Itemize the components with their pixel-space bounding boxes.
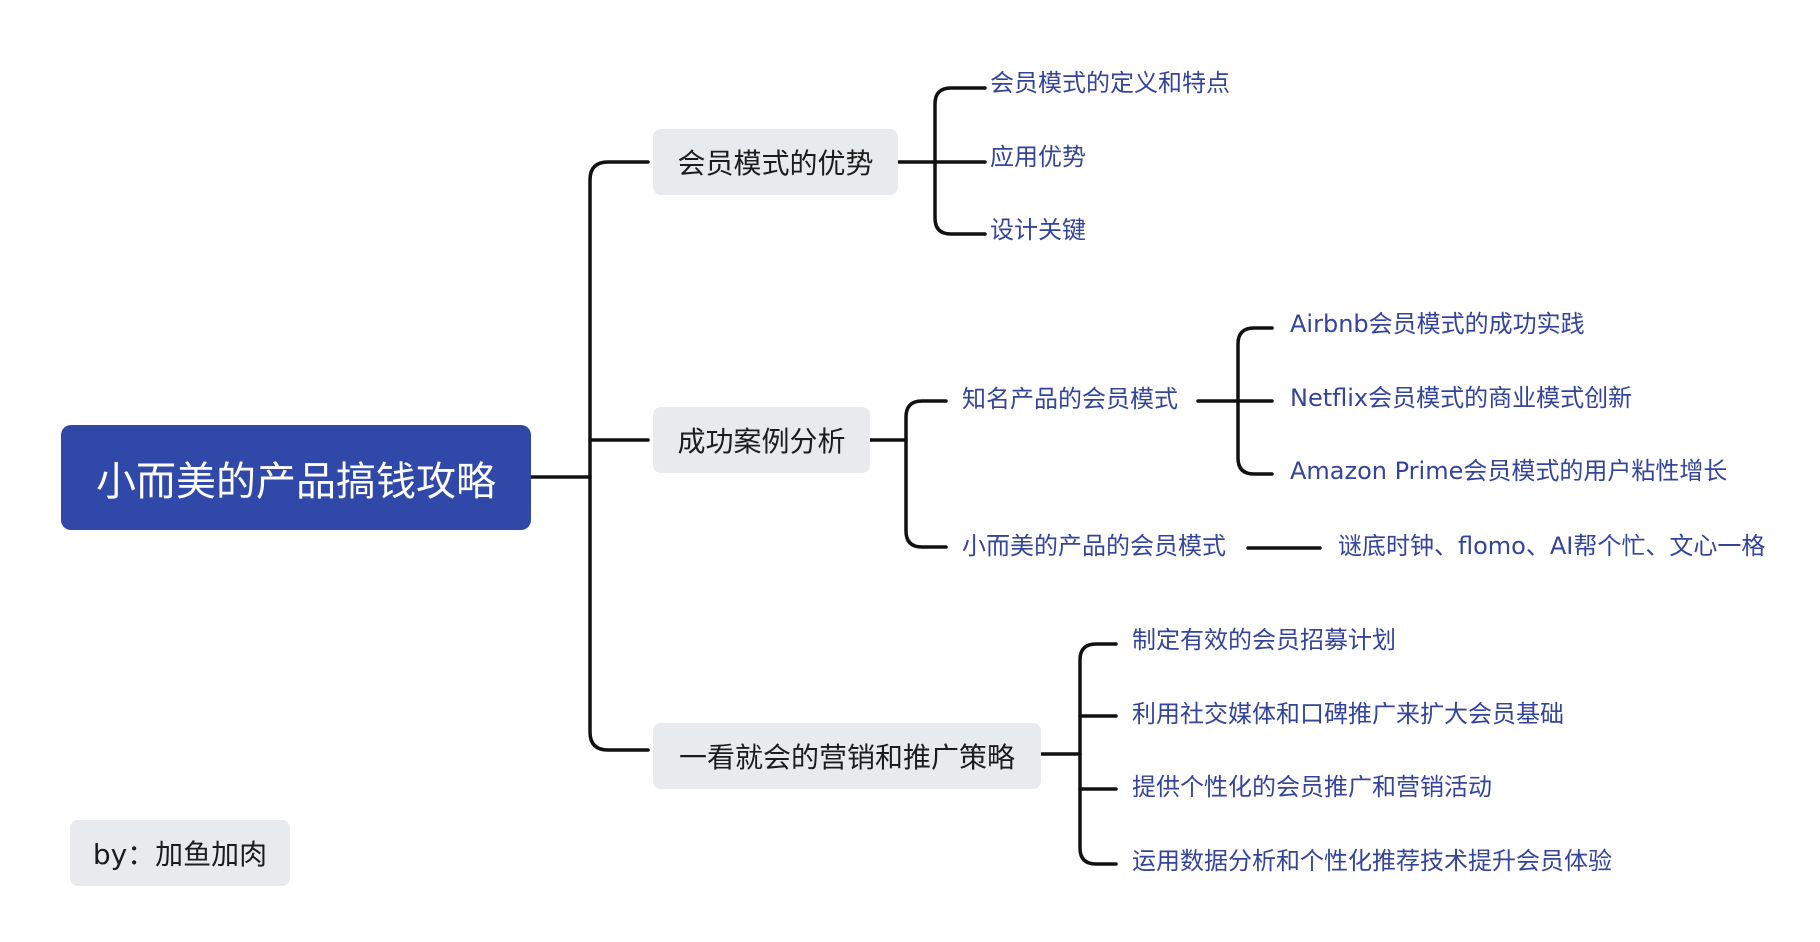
leaf-node[interactable]: 利用社交媒体和口碑推广来扩大会员基础 [1132, 700, 1564, 728]
branch-node-case-studies[interactable]: 成功案例分析 [653, 407, 870, 473]
leaf-node[interactable]: Netflix会员模式的商业模式创新 [1290, 384, 1633, 412]
branch-node-membership-advantages[interactable]: 会员模式的优势 [653, 129, 898, 195]
leaf-node[interactable]: Amazon Prime会员模式的用户粘性增长 [1290, 457, 1728, 485]
root-node[interactable]: 小而美的产品搞钱攻略 [61, 425, 531, 530]
branch-label: 一看就会的营销和推广策略 [678, 741, 1015, 774]
leaf-node[interactable]: 提供个性化的会员推广和营销活动 [1132, 773, 1492, 801]
root-title: 小而美的产品搞钱攻略 [96, 458, 496, 505]
leaf-node[interactable]: 谜底时钟、flomo、AI帮个忙、文心一格 [1338, 532, 1766, 560]
leaf-node[interactable]: 设计关键 [990, 216, 1086, 244]
credit-text: by：加鱼加肉 [92, 838, 268, 871]
subbranch-node-small-products[interactable]: 小而美的产品的会员模式 [962, 532, 1226, 560]
subbranch-node-famous-products[interactable]: 知名产品的会员模式 [962, 385, 1178, 413]
leaf-node[interactable]: 运用数据分析和个性化推荐技术提升会员体验 [1132, 847, 1612, 875]
branch-node-marketing-strategies[interactable]: 一看就会的营销和推广策略 [653, 723, 1041, 789]
leaf-node[interactable]: 制定有效的会员招募计划 [1132, 626, 1396, 654]
branch-label: 会员模式的优势 [677, 147, 874, 180]
branch-label: 成功案例分析 [677, 425, 846, 458]
leaf-node[interactable]: 应用优势 [990, 143, 1086, 171]
leaf-node[interactable]: Airbnb会员模式的成功实践 [1290, 310, 1585, 338]
leaf-node[interactable]: 会员模式的定义和特点 [990, 69, 1230, 97]
credit-badge: by：加鱼加肉 [70, 820, 290, 886]
